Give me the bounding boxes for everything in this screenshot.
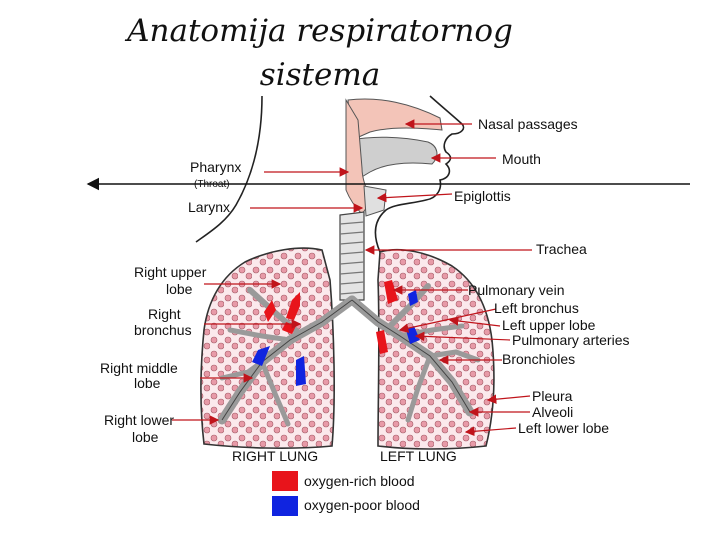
label-nasal-passages: Nasal passages (478, 116, 578, 132)
label-right-lower-lobe-1: Right lower (104, 412, 174, 428)
label-left-lower-lobe: Left lower lobe (518, 420, 609, 436)
label-mouth: Mouth (502, 151, 541, 167)
label-left-lung: LEFT LUNG (380, 448, 457, 464)
airway-upper (345, 98, 443, 217)
legend-swatch-oxygen-rich (272, 471, 298, 491)
label-bronchioles: Bronchioles (502, 351, 575, 367)
slide-title-line-2: sistema (259, 57, 381, 93)
label-right-bronchus-2: bronchus (134, 322, 192, 338)
label-pulmonary-vein: Pulmonary vein (468, 282, 565, 298)
legend-swatch-oxygen-poor (272, 496, 298, 516)
label-right-lower-lobe-2: lobe (132, 429, 159, 445)
left-lung (377, 248, 495, 450)
legend-label-oxygen-rich: oxygen-rich blood (304, 473, 415, 489)
label-left-upper-lobe: Left upper lobe (502, 317, 596, 333)
legend: oxygen-rich blood oxygen-poor blood (272, 471, 420, 516)
label-right-upper-lobe-1: Right upper (134, 264, 207, 280)
label-left-bronchus: Left bronchus (494, 300, 579, 316)
legend-label-oxygen-poor: oxygen-poor blood (304, 497, 420, 513)
trachea (339, 211, 365, 301)
label-right-bronchus-1: Right (148, 306, 181, 322)
label-pulmonary-arteries: Pulmonary arteries (512, 332, 630, 348)
label-pleura: Pleura (532, 388, 573, 404)
label-pharynx: Pharynx (190, 159, 241, 175)
label-throat: (Throat) (194, 179, 230, 190)
label-larynx: Larynx (188, 199, 230, 215)
pointer-lines (172, 119, 532, 437)
label-right-upper-lobe-2: lobe (166, 281, 193, 297)
label-right-middle-lobe-2: lobe (134, 375, 161, 391)
label-right-lung: RIGHT LUNG (232, 448, 318, 464)
label-alveoli: Alveoli (532, 404, 573, 420)
label-right-middle-lobe-1: Right middle (100, 360, 178, 376)
head-outline (195, 95, 465, 261)
label-trachea: Trachea (536, 241, 587, 257)
slide-title-line-1: Anatomija respiratornog (127, 13, 513, 49)
label-epiglottis: Epiglottis (454, 188, 511, 204)
